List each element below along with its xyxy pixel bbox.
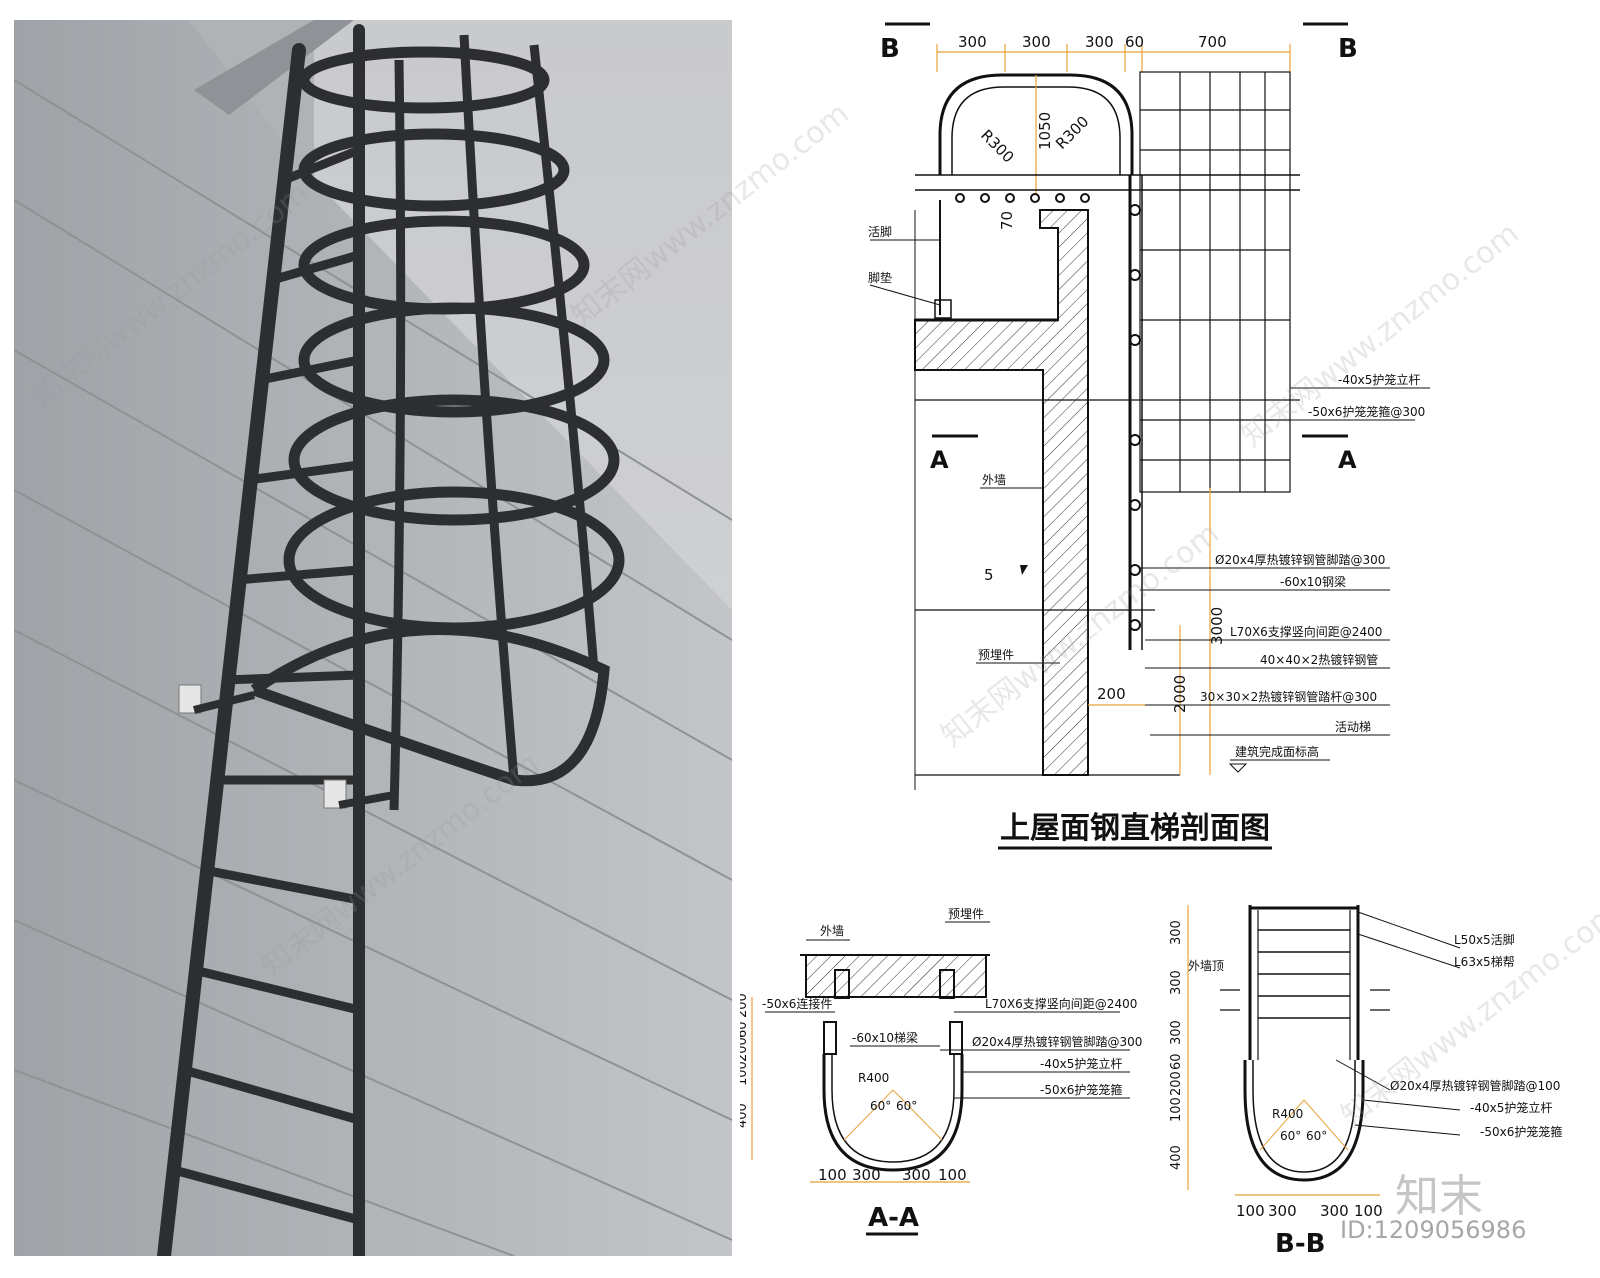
aa-hdim-0: 100: [818, 1166, 847, 1184]
note-r-5: 40×40×2热镀锌钢管: [1260, 652, 1378, 667]
photo-illustration: [14, 20, 732, 1256]
dim-top-1: 300: [958, 33, 987, 51]
aa-note-0: -50x6连接件: [762, 996, 832, 1011]
dim-top-2: 300: [1022, 33, 1051, 51]
dim-top-5: 700: [1198, 33, 1227, 51]
aa-vdim-0b: 200: [740, 993, 750, 1018]
section-a-left: A: [930, 446, 949, 474]
main-title: 上屋面钢直梯剖面图: [1000, 811, 1270, 846]
note-r-2: Ø20x4厚热镀锌钢管脚踏@300: [1215, 552, 1385, 567]
image-id: ID:1209056986: [1340, 1216, 1527, 1244]
bb-hdim-0: 100: [1236, 1202, 1265, 1220]
aa-vdim-4: 400: [740, 1103, 750, 1128]
aa-radius: R400: [858, 1071, 889, 1085]
note-hinge: 活脚: [868, 224, 892, 239]
dim-70: 70: [998, 211, 1016, 230]
section-b-left: B: [880, 34, 900, 64]
radius-label-left: R300: [977, 126, 1017, 166]
bb-note-4: -50x6护笼笼箍: [1480, 1124, 1562, 1139]
aa-angle-right: 60°: [896, 1099, 917, 1113]
note-r-8: 建筑完成面标高: [1235, 744, 1319, 759]
bb-vdim-4: 200: [1169, 1071, 1184, 1096]
technical-drawing: B B 300 300 300 60 700 R300 R300 1050 70: [721, 0, 1600, 1274]
note-embed: 预埋件: [978, 648, 1014, 662]
note-r-1: -50x6护笼笼箍@300: [1308, 404, 1425, 419]
note-r-4: L70X6支撑竖向间距@2400: [1230, 624, 1382, 639]
bb-note-1: L63x5梯帮: [1454, 955, 1515, 969]
bb-angle-left: 60°: [1280, 1129, 1301, 1143]
section-a-right: A: [1338, 446, 1357, 474]
dim-2000: 2000: [1171, 675, 1189, 713]
bb-note-3: -40x5护笼立杆: [1470, 1100, 1552, 1115]
dim-1050: 1050: [1036, 112, 1054, 150]
bb-vdim-5: 100: [1169, 1097, 1184, 1122]
section-drawings: B B 300 300 300 60 700 R300 R300 1050 70: [721, 22, 1562, 1259]
dim-200: 200: [1097, 685, 1126, 703]
aa-vdim-1: 60: [740, 1021, 750, 1038]
bb-vdim-2: 300: [1169, 1020, 1184, 1045]
note-wall: 外墙: [982, 473, 1006, 487]
logo: 知末: [1395, 1171, 1483, 1222]
weld-symbol: 5: [984, 566, 994, 584]
bb-vdim-0: 300: [1169, 920, 1184, 945]
aa-note-3: Ø20x4厚热镀锌钢管脚踏@300: [972, 1034, 1142, 1049]
note-r-3: -60x10钢梁: [1280, 574, 1346, 589]
bb-angle-right: 60°: [1306, 1129, 1327, 1143]
bb-title: B-B: [1275, 1229, 1325, 1259]
bb-hdim-1: 300: [1268, 1202, 1297, 1220]
bb-vdim-1: 300: [1169, 970, 1184, 995]
bb-hdim-3: 100: [1354, 1202, 1383, 1220]
aa-note-1: -60x10梯梁: [852, 1030, 918, 1045]
aa-embed: 预埋件: [948, 907, 984, 921]
bb-vdim-6: 400: [1169, 1145, 1184, 1170]
dim-3000: 3000: [1208, 607, 1226, 645]
radius-label-right: R300: [1052, 112, 1092, 152]
aa-vdim-2: 200: [740, 1037, 750, 1062]
note-r-0: -40x5护笼立杆: [1338, 372, 1420, 387]
aa-note-4: -40x5护笼立杆: [1040, 1056, 1122, 1071]
aa-hdim-2: 300: [902, 1166, 931, 1184]
bb-note-0: L50x5活脚: [1454, 932, 1515, 947]
aa-vdim-3: 100: [740, 1061, 750, 1086]
note-pad: 脚垫: [868, 270, 892, 285]
note-r-7: 活动梯: [1335, 720, 1371, 734]
ladder-photo: [14, 20, 732, 1256]
dim-top-4: 60: [1125, 33, 1144, 51]
aa-angle-left: 60°: [870, 1099, 891, 1113]
bb-wall-top: 外墙顶: [1188, 959, 1224, 973]
note-r-6: 30×30×2热镀锌钢管踏杆@300: [1200, 689, 1377, 704]
bb-note-2: Ø20x4厚热镀锌钢管脚踏@100: [1390, 1078, 1560, 1093]
aa-wall: 外墙: [820, 924, 844, 938]
aa-note-5: -50x6护笼笼箍: [1040, 1082, 1122, 1097]
section-b-right: B: [1338, 34, 1358, 64]
aa-note-2: L70X6支撑竖向间距@2400: [985, 996, 1137, 1011]
aa-hdim-3: 100: [938, 1166, 967, 1184]
bb-vdim-3: 60: [1169, 1053, 1184, 1070]
bb-radius: R400: [1272, 1107, 1303, 1121]
dim-top-3: 300: [1085, 33, 1114, 51]
bb-hdim-2: 300: [1320, 1202, 1349, 1220]
aa-hdim-1: 300: [852, 1166, 881, 1184]
aa-title: A-A: [868, 1203, 919, 1233]
